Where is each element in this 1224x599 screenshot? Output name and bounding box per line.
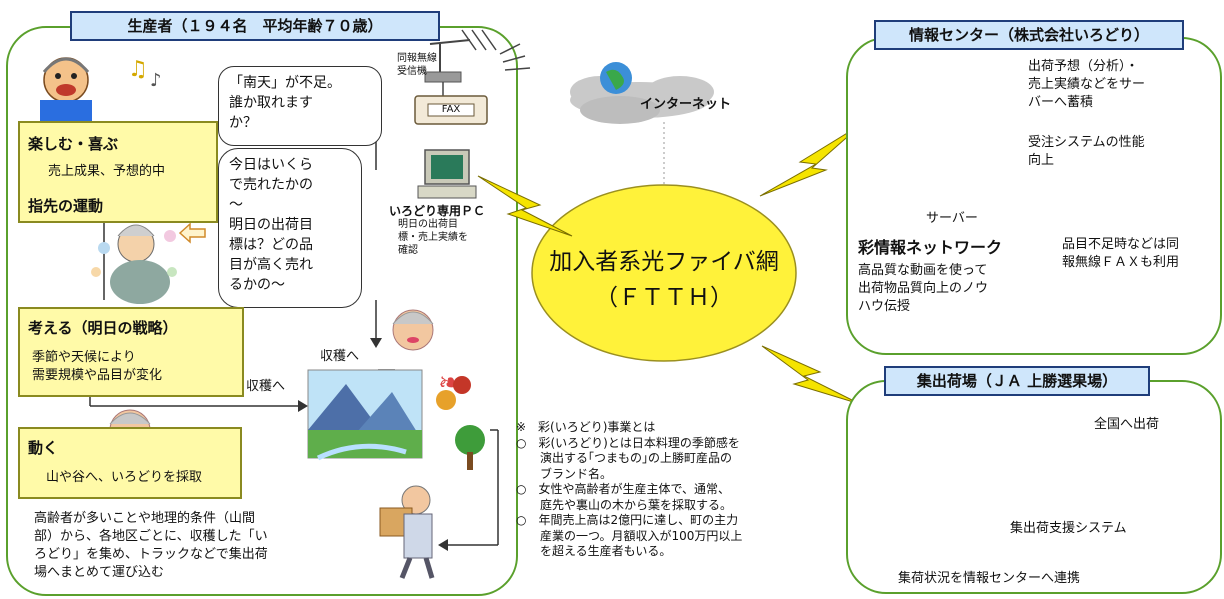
info-center-system-text: 受注システムの性能 向上 [1028, 135, 1145, 168]
shipping-title: 集出荷場（ＪＡ 上勝選果場） [884, 366, 1150, 396]
enjoy-title: 楽しむ・喜ぶ [28, 135, 119, 153]
harvest-label-2: 収穫へ [246, 379, 286, 394]
pc-title: いろどり専用ＰＣ [389, 204, 486, 218]
internet-label: インターネット [640, 97, 732, 112]
move-title: 動く [28, 439, 59, 457]
note-item-1: ○ 彩(いろどり)とは日本料理の季節感を 演出する｢つまもの｣の上勝町産品の ブ… [516, 435, 740, 481]
shipping-system-label: 集出荷支援システム [1010, 521, 1127, 536]
think-box: 考える（明日の戦略） 季節や天候により 需要規模や品目が変化 [18, 307, 244, 397]
move-box: 動く 山や谷へ、いろどりを採取 [18, 427, 242, 499]
pc-question-bubble: 今日はいくら で売れたかの ～ 明日の出荷目 標は？どの品 目が高く売れ るかの… [218, 148, 362, 308]
fax-label: FAX [441, 104, 461, 115]
ftth-title: 加入者系光ファイバ網 [549, 249, 779, 275]
iroddori-note: ※ 彩(いろどり)事業とは ○ 彩(いろどり)とは日本料理の季節感を 演出する｢… [516, 420, 846, 560]
info-center-panel [846, 37, 1222, 355]
shipping-panel [846, 380, 1222, 594]
fax-usage-note: 品目不足時などは同 報無線ＦＡＸも利用 [1062, 237, 1180, 270]
note-item-2: ○ 女性や高齢者が生産主体で、通常、 庭先や裏山の木から葉を採取する。 [516, 482, 733, 512]
note-item-3: ○ 年間売上高は2億円に達し、町の主力 産業の一つ。月額収入が100万円以上 を… [516, 513, 743, 558]
network-text: 高品質な動画を使って 出荷物品質向上のノウ ハウ伝授 [858, 263, 989, 314]
producers-title: 生産者（１９４名 平均年齢７０歳） [70, 11, 440, 41]
ftth-subtitle: （ＦＴＴＨ） [595, 285, 733, 311]
finger-exercise-title: 指先の運動 [28, 197, 104, 215]
harvest-label-1: 収穫へ [320, 349, 360, 364]
enjoy-box: 楽しむ・喜ぶ 売上成果、予想的中 指先の運動 [18, 121, 218, 223]
think-title: 考える（明日の戦略） [28, 319, 178, 337]
enjoy-text: 売上成果、予想的中 [48, 164, 166, 179]
note-heading: ※ 彩(いろどり)事業とは [516, 420, 656, 434]
think-text: 季節や天候により 需要規模や品目が変化 [32, 350, 163, 383]
info-center-title: 情報センター（株式会社いろどり） [874, 20, 1184, 50]
pc-description: 明日の出荷目 標・売上実績を 確認 [398, 219, 468, 256]
shipping-link-text: 集荷状況を情報センターへ連携 [898, 571, 1081, 586]
network-title: 彩情報ネットワーク [858, 238, 1003, 257]
server-label: サーバー [926, 211, 978, 226]
svg-text:♫: ♫ [128, 57, 148, 82]
svg-text:♪: ♪ [150, 70, 162, 91]
collection-description: 高齢者が多いことや地理的条件（山間 部）から、各地区ごとに、収穫した「い ろどり… [34, 511, 268, 580]
radio-receiver-label: 同報無線 受信機 [397, 53, 437, 77]
info-center-analysis-text: 出荷予想（分析）・ 売上実績などをサー バーへ蓄積 [1028, 59, 1146, 110]
move-text: 山や谷へ、いろどりを採取 [46, 470, 203, 485]
fax-request-bubble: 「南天」が不足。 誰か取れます か？ [218, 66, 382, 146]
nationwide-label: 全国へ出荷 [1094, 417, 1160, 432]
